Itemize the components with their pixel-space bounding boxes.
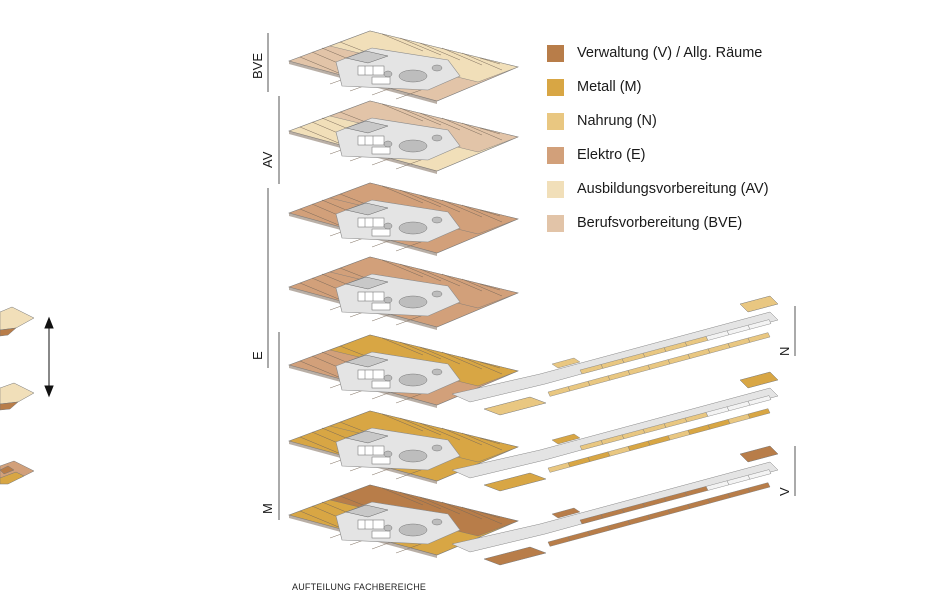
label-av: AV: [260, 151, 275, 168]
legend-item-av: Ausbildungsvorbereitung (AV): [547, 172, 769, 206]
legend-label: Berufsvorbereitung (BVE): [577, 215, 743, 231]
wing-verwaltung: [451, 445, 779, 566]
label-v: V: [777, 487, 792, 496]
floor-core: [335, 501, 461, 545]
floor-core: [335, 351, 461, 395]
legend-item-metall: Metall (M): [547, 70, 769, 104]
floor-core: [335, 199, 461, 243]
legend-label: Nahrung (N): [577, 113, 657, 129]
label-n: N: [777, 347, 792, 356]
floor-m-upper: [288, 410, 519, 484]
legend-label: Metall (M): [577, 79, 642, 95]
legend-swatch: [547, 44, 564, 62]
label-bve: BVE: [250, 53, 265, 79]
legend-swatch: [547, 112, 564, 130]
legend-swatch: [547, 146, 564, 164]
floor-e-lower: [288, 256, 519, 330]
legend-item-verwaltung: Verwaltung (V) / Allg. Räume: [547, 36, 769, 70]
legend-item-nahrung: Nahrung (N): [547, 104, 769, 138]
legend-swatch: [547, 214, 564, 232]
floor-core: [335, 273, 461, 317]
left-brackets: [267, 33, 280, 520]
floor-m-lower: [288, 484, 519, 558]
floor-core: [335, 117, 461, 161]
label-m: M: [260, 503, 275, 514]
floor-av: [288, 100, 519, 174]
legend-item-bve: Berufsvorbereitung (BVE): [547, 206, 769, 240]
wing-metall: [451, 371, 779, 492]
floor-bve: [288, 30, 519, 104]
height-arrow-icon: [44, 316, 54, 398]
legend-label: Ausbildungsvorbereitung (AV): [577, 181, 769, 197]
floor-core: [335, 47, 461, 91]
legend: Verwaltung (V) / Allg. Räume Metall (M) …: [547, 36, 769, 240]
caption: AUFTEILUNG FACHBEREICHE: [292, 582, 427, 592]
wing-nahrung: [451, 295, 779, 416]
legend-swatch: [547, 180, 564, 198]
legend-item-elektro: Elektro (E): [547, 138, 769, 172]
left-partial-plates: [0, 306, 35, 485]
floor-e-metal: [288, 334, 519, 408]
floor-e-upper: [288, 182, 519, 256]
label-e: E: [250, 351, 265, 360]
legend-swatch: [547, 78, 564, 96]
floor-plates: [288, 30, 779, 566]
floor-core: [335, 427, 461, 471]
legend-label: Elektro (E): [577, 147, 646, 163]
legend-label: Verwaltung (V) / Allg. Räume: [577, 45, 763, 61]
